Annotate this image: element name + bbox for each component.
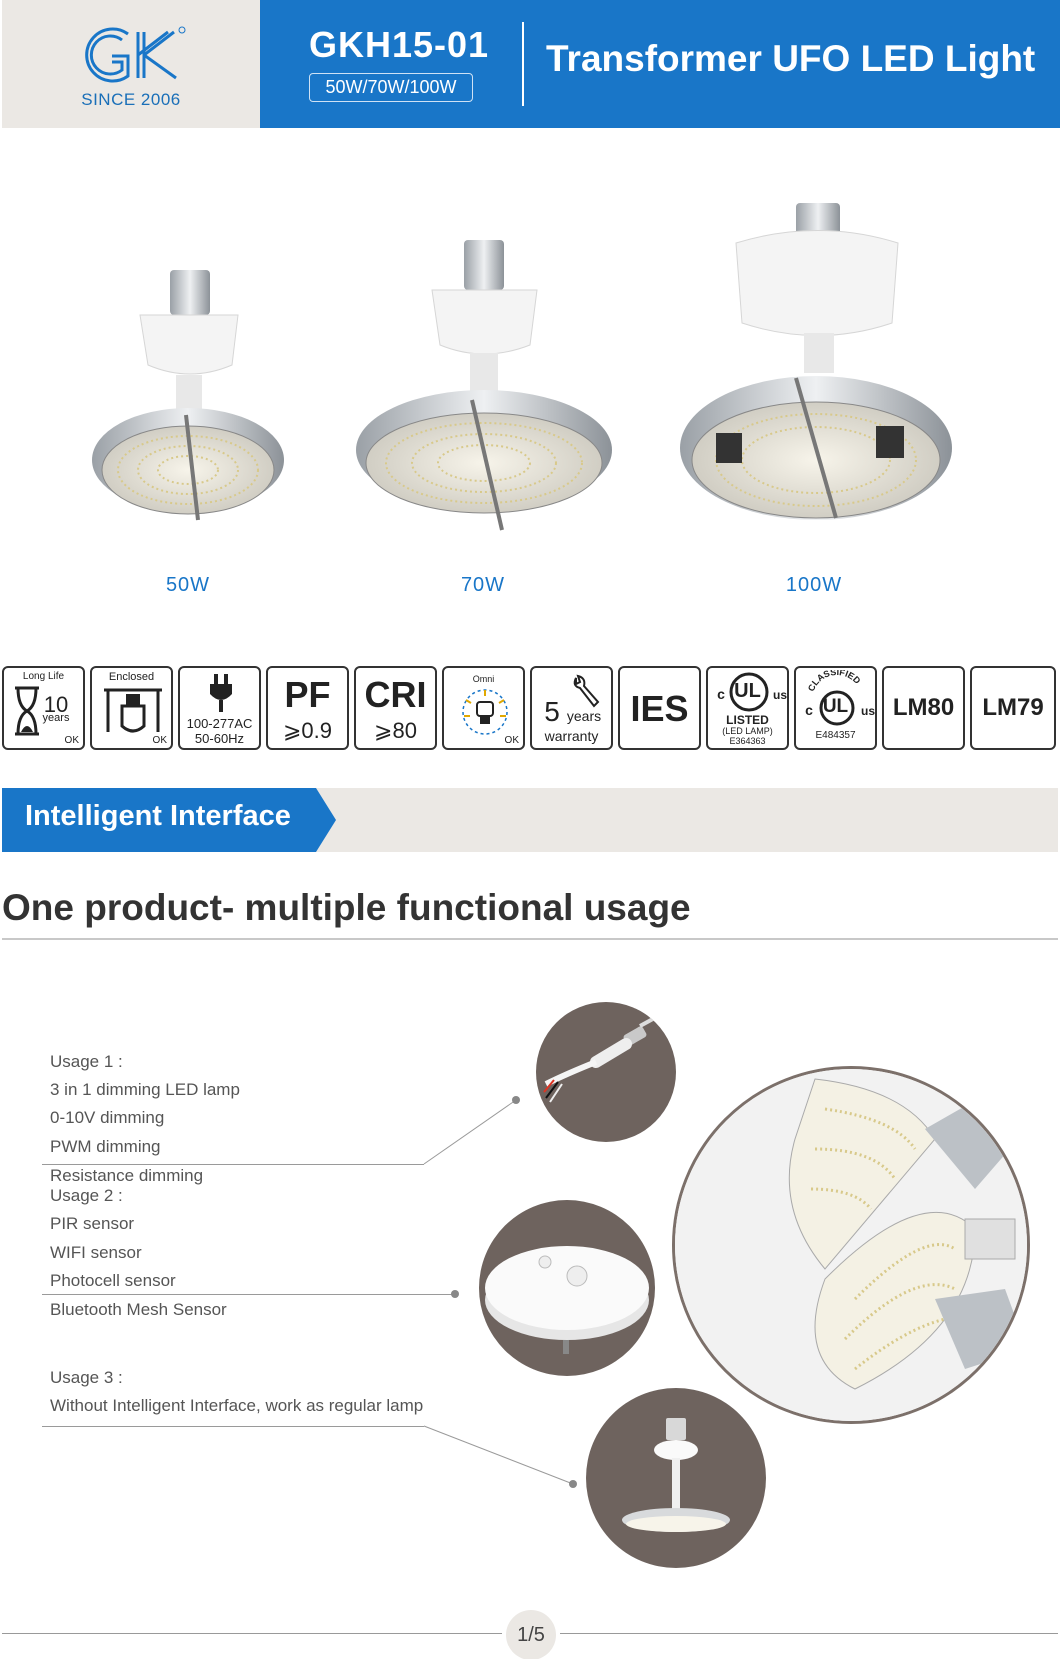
badge-long-life-ok: OK (64, 735, 79, 746)
ul-listed-code: E364363 (729, 736, 766, 746)
badge-warranty-label: warranty (544, 728, 599, 744)
badge-voltage-freq: 50-60Hz (194, 731, 245, 746)
badge-cri-title: CRI (364, 674, 427, 715)
dimming-cable-icon (543, 1012, 663, 1103)
ul-classified-arc-text: CLASSIFIED (806, 670, 863, 693)
power-plug-icon (210, 674, 232, 712)
pager-rule-right (560, 1633, 1058, 1634)
product-title: Transformer UFO LED Light (546, 38, 1036, 79)
usage-3-title: Usage 3 : (50, 1368, 123, 1387)
lamp-50w-image (92, 270, 284, 521)
usage-1-item: 3 in 1 dimming LED lamp (50, 1080, 240, 1099)
badge-ies: IES (618, 666, 701, 750)
headline-divider (2, 938, 1058, 940)
badge-omni-ok: OK (504, 735, 519, 746)
badge-lm79-title: LM79 (982, 694, 1044, 721)
ul-listed-ul: UL (734, 680, 761, 702)
badge-lm80-title: LM80 (892, 694, 955, 721)
badge-pf-value: ⩾0.9 (282, 718, 333, 743)
badge-enclosed: Enclosed OK (90, 666, 173, 750)
badge-omni: Omni OK (442, 666, 525, 750)
headline: One product- multiple functional usage (2, 887, 691, 928)
usage-2-item: WIFI sensor (50, 1243, 142, 1262)
ul-listed-mark-icon (729, 672, 769, 712)
usage-3-item: Without Intelligent Interface, work as r… (50, 1396, 424, 1415)
enclosed-fixture-icon (104, 688, 162, 733)
lamp-100w-label: 100W (785, 574, 843, 596)
usage-2-item: Bluetooth Mesh Sensor (50, 1300, 227, 1319)
badge-pf: PF ⩾0.9 (266, 666, 349, 750)
lamp-70w-label: 70W (460, 574, 506, 596)
ul-listed-c: c (717, 686, 725, 702)
brand-logo-panel: SINCE 2006 (2, 0, 260, 128)
badge-long-life: Long Life 10 years OK (2, 666, 85, 750)
badge-ul-classified: CLASSIFIED c UL us E484357 (794, 666, 877, 750)
hourglass-icon (15, 686, 39, 736)
ul-classified-ul: UL (822, 696, 849, 717)
gk-logo-icon (85, 26, 186, 83)
usage-2-item: PIR sensor (50, 1214, 135, 1233)
usage-1-item: Resistance dimming (50, 1166, 204, 1185)
usage-1-item: PWM dimming (50, 1137, 161, 1156)
section-tag (2, 788, 336, 852)
badge-omni-title: Omni (472, 674, 495, 684)
badge-enclosed-title: Enclosed (108, 671, 155, 683)
page-number: 1/5 (506, 1610, 556, 1659)
badge-warranty-unit: years (566, 708, 602, 724)
lamp-70w-image (356, 240, 612, 531)
sensor-module-icon (485, 1246, 649, 1354)
badge-voltage: 100-277AC 50-60Hz (178, 666, 261, 750)
ul-listed-us: us (772, 688, 787, 702)
badge-cri: CRI ⩾80 (354, 666, 437, 750)
badge-cri-value: ⩾80 (374, 718, 417, 743)
pager-rule-left (2, 1633, 502, 1634)
badge-long-life-unit: years (42, 712, 70, 724)
ul-classified-us: us (860, 704, 875, 718)
badge-warranty-years-value: 5 (544, 696, 560, 727)
wrench-icon (573, 674, 600, 708)
ul-classified-mark-icon: CLASSIFIED (806, 670, 863, 726)
regular-lamp-circle (586, 1388, 766, 1568)
badge-warranty: 5 years warranty (530, 666, 613, 750)
lamp-50w-label: 50W (165, 574, 211, 596)
lamp-closeup-image (675, 1069, 1027, 1421)
usage-1-rule (42, 1164, 424, 1165)
usage-3-rule (42, 1426, 424, 1427)
usage-2-rule (42, 1294, 452, 1295)
badge-enclosed-ok: OK (152, 735, 167, 746)
usage-2-item: Photocell sensor (50, 1271, 176, 1290)
since-year: SINCE 2006 (81, 90, 181, 109)
ul-classified-code: E484357 (815, 730, 856, 741)
badge-voltage-range: 100-277AC (186, 716, 253, 731)
badge-ul-listed: c UL us LISTED (LED LAMP) E364363 (706, 666, 789, 750)
section-title: Intelligent Interface (25, 800, 291, 832)
header-divider (522, 22, 524, 106)
wattage-badge: 50W/70W/100W (309, 73, 473, 102)
badge-lm79: LM79 (970, 666, 1056, 750)
sensor-circle (479, 1200, 655, 1376)
badge-long-life-title: Long Life (22, 671, 65, 682)
badge-pf-title: PF (284, 674, 331, 715)
svg-text:CLASSIFIED: CLASSIFIED (806, 670, 863, 693)
omni-bulb-icon (462, 689, 508, 735)
badge-lm80: LM80 (882, 666, 965, 750)
usage-2-title: Usage 2 : (50, 1186, 123, 1205)
badge-long-life-value: 10 (43, 692, 69, 717)
usage-1-title: Usage 1 : (50, 1052, 123, 1071)
lamp-100w-image (680, 203, 952, 520)
model-number: GKH15-01 (308, 24, 490, 65)
title-bar (260, 0, 1060, 128)
regular-lamp-icon (622, 1418, 730, 1532)
ul-listed-sub: (LED LAMP) (722, 726, 773, 736)
ul-listed-text: LISTED (726, 713, 769, 727)
ul-classified-c: c (805, 702, 813, 718)
dimming-cable-circle (536, 1002, 676, 1142)
usage-1-item: 0-10V dimming (50, 1108, 165, 1127)
lamp-closeup-circle (672, 1066, 1030, 1424)
badge-ies-title: IES (630, 688, 689, 729)
page-header: SINCE 2006 GKH15-01 50W/70W/100W Transfo… (0, 0, 1060, 128)
